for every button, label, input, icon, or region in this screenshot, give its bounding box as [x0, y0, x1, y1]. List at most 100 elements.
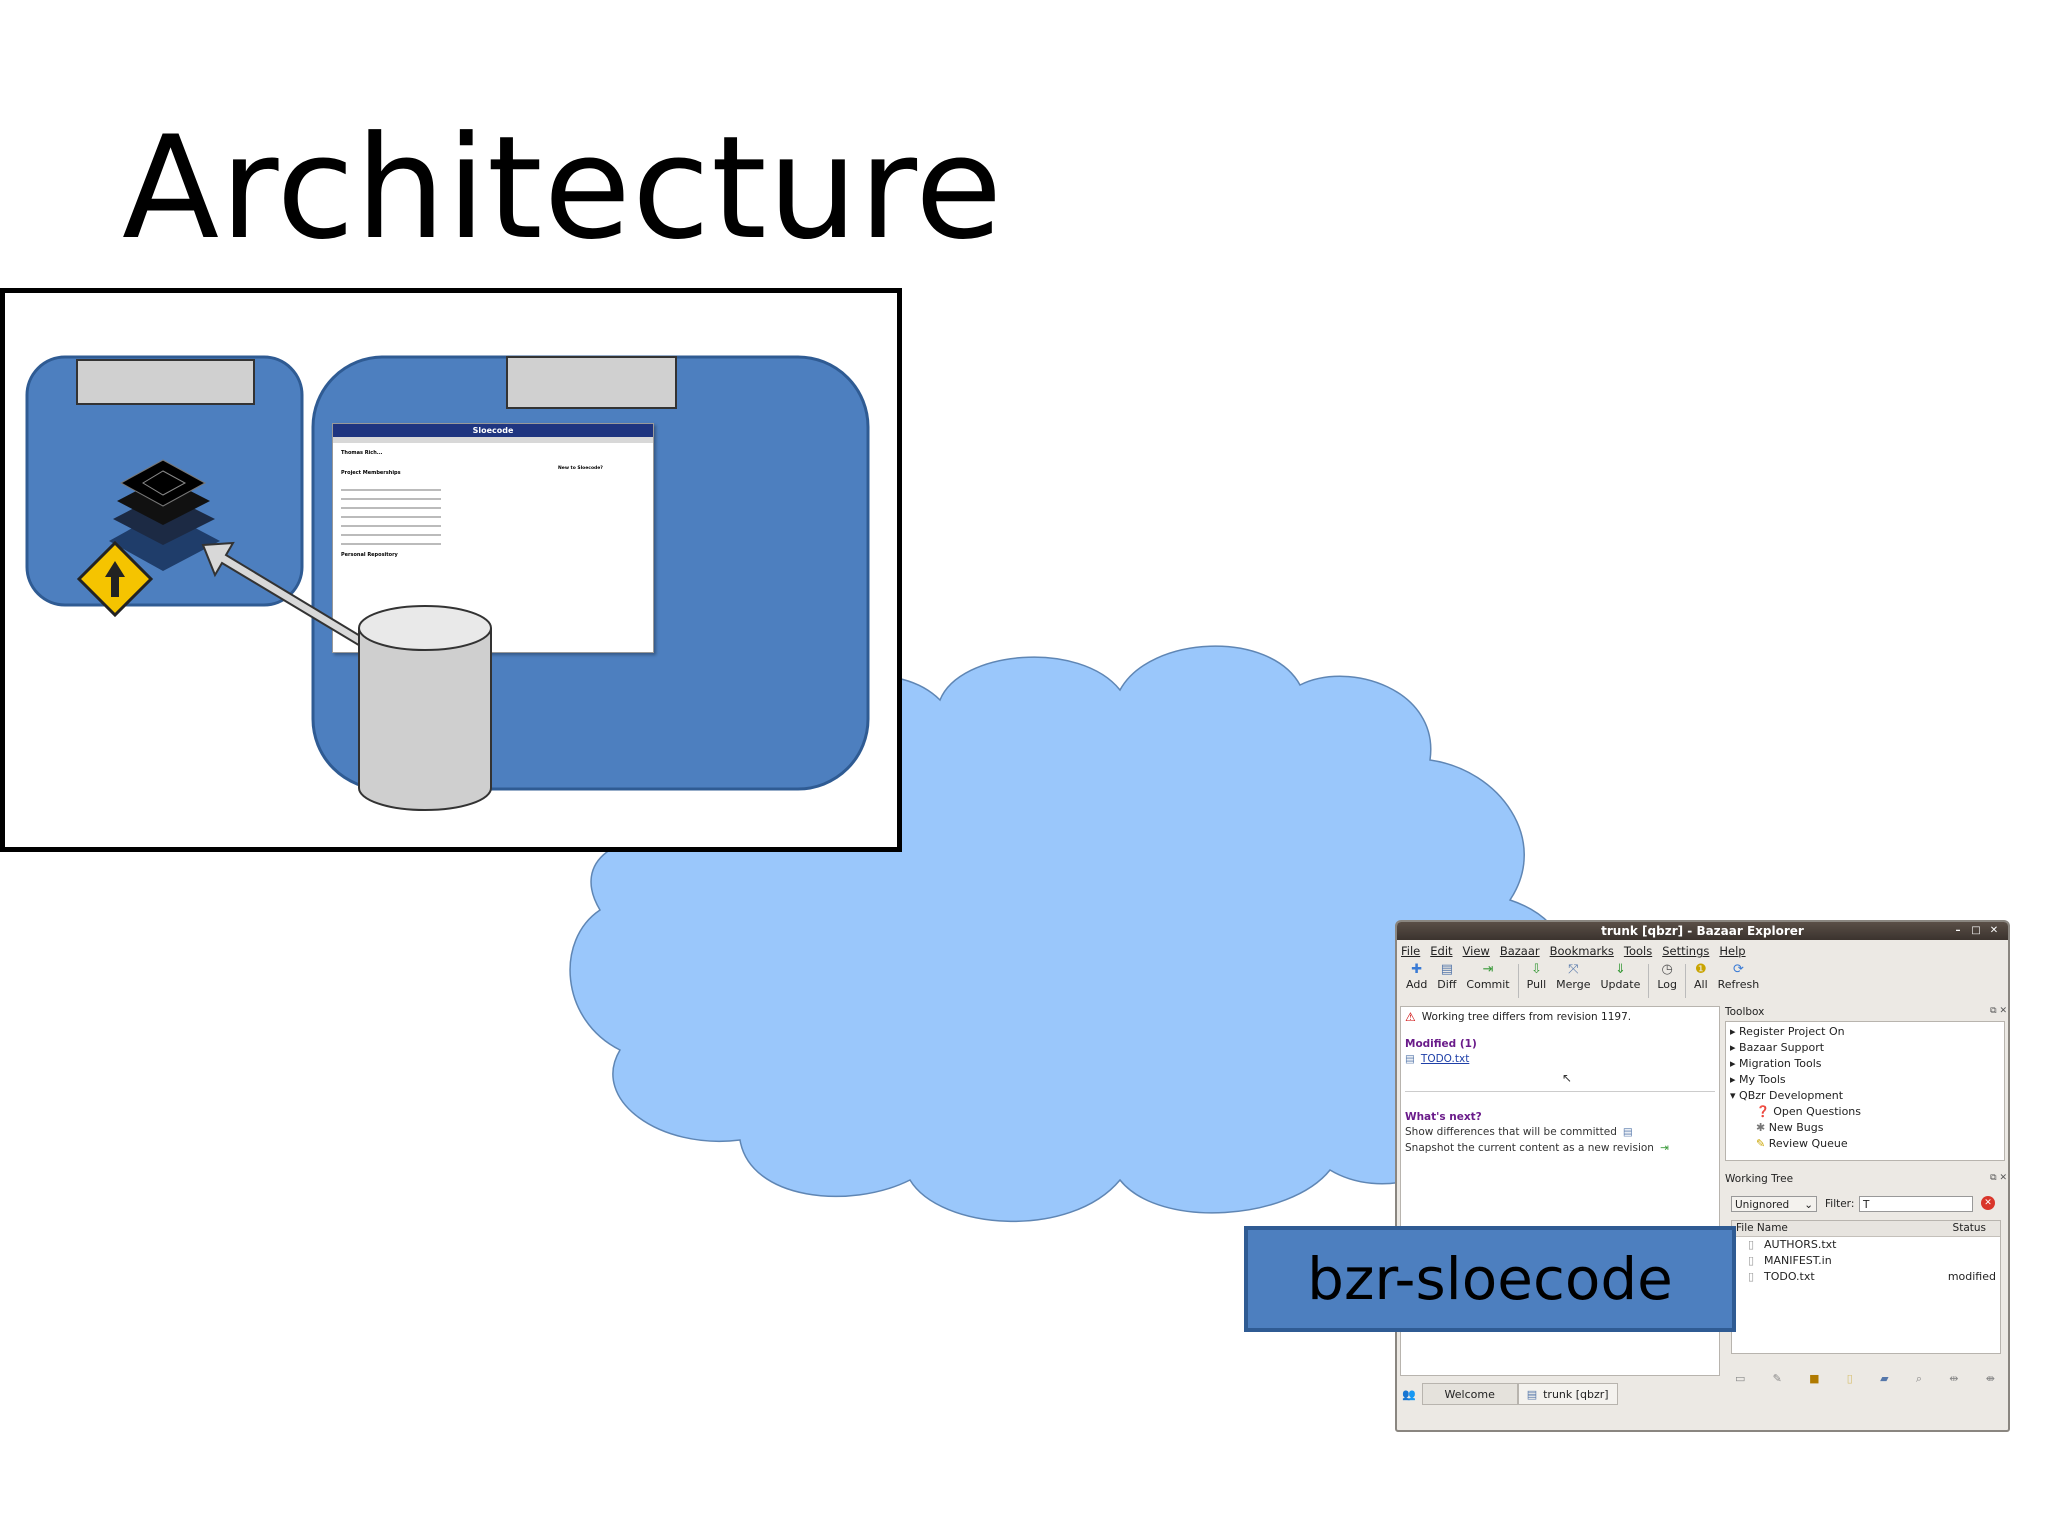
expand-icon[interactable]: ⇹: [1949, 1372, 1959, 1385]
find-icon[interactable]: ⌕: [1915, 1372, 1922, 1385]
web-help-heading: New to Sloecode?: [558, 466, 603, 471]
architecture-overlay: [201, 541, 492, 811]
menu-bookmarks[interactable]: Bookmarks: [1549, 944, 1614, 958]
tab-trunk-label: trunk [qbzr]: [1543, 1387, 1609, 1401]
table-row[interactable]: ▯ MANIFEST.in: [1732, 1253, 2000, 1269]
collapse-icon[interactable]: ⇼: [1985, 1372, 1995, 1385]
all-icon: ❶: [1694, 962, 1707, 977]
toolbox-item[interactable]: ▸ My Tools: [1730, 1073, 1786, 1086]
panel-close-icon[interactable]: ⧉ ✕: [1990, 1006, 2007, 1016]
modified-file-link[interactable]: TODO.txt: [1420, 1053, 1470, 1065]
new-file-icon[interactable]: ▯: [1846, 1372, 1853, 1385]
menu-bazaar[interactable]: Bazaar: [1499, 944, 1540, 958]
window-title: trunk [qbzr] - Bazaar Explorer: [1601, 924, 1804, 938]
web-memberships-heading: Project Memberships: [341, 470, 401, 476]
menu-help[interactable]: Help: [1719, 944, 1746, 958]
toolbox-item[interactable]: ▸ Register Project On: [1730, 1025, 1845, 1038]
menu-edit[interactable]: Edit: [1430, 944, 1453, 958]
warning-icon: ⚠: [1405, 1010, 1416, 1024]
add-label: Add: [1406, 978, 1428, 991]
next-commit-text: Snapshot the current content as a new re…: [1405, 1142, 1654, 1154]
web-membership-lines: [341, 482, 441, 552]
update-label: Update: [1600, 978, 1641, 991]
chevron-down-icon: ⌄: [1804, 1199, 1813, 1211]
file-name: TODO.txt: [1764, 1270, 1815, 1283]
close-icon[interactable]: ✕: [1989, 925, 1999, 936]
toolbox-item[interactable]: ▸ Bazaar Support: [1730, 1041, 1825, 1054]
menu-tools[interactable]: Tools: [1623, 944, 1653, 958]
expand-arrow-icon: ▸: [1730, 1057, 1740, 1070]
toolbox-subitem[interactable]: ✱ New Bugs: [1756, 1121, 1824, 1134]
merge-button[interactable]: ⤧Merge: [1551, 962, 1595, 1002]
expand-arrow-icon: ▸: [1730, 1073, 1740, 1086]
log-button[interactable]: ◷Log: [1652, 962, 1682, 1002]
menu-bar: File Edit View Bazaar Bookmarks Tools Se…: [1401, 942, 1746, 960]
toolbox-title: Toolbox: [1725, 1006, 1765, 1018]
slide-title: Architecture: [122, 106, 1004, 271]
toolbox-item[interactable]: ▸ Migration Tools: [1730, 1057, 1822, 1070]
tab-trunk[interactable]: ▤ trunk [qbzr]: [1517, 1383, 1618, 1405]
next-heading: What's next?: [1405, 1111, 1482, 1123]
diff-button[interactable]: ▤Diff: [1432, 962, 1461, 1002]
merge-icon: ⤧: [1568, 962, 1579, 977]
toolbox-subitem[interactable]: ❓ Open Questions: [1756, 1105, 1862, 1118]
toolbar-separator: [1517, 964, 1519, 998]
commit-button[interactable]: ⇥Commit: [1461, 962, 1514, 1002]
file-name: AUTHORS.txt: [1764, 1238, 1837, 1251]
refresh-icon: ⟳: [1732, 962, 1744, 977]
clear-filter-icon[interactable]: ✕: [1981, 1196, 1995, 1210]
tab-bar: 👥 Welcome ▤ trunk [qbzr]: [1400, 1382, 1720, 1406]
table-header: File Name Status: [1732, 1221, 2000, 1237]
server-label-box: [506, 356, 677, 409]
diff-action-icon[interactable]: ▤: [1622, 1126, 1633, 1138]
next-diff-text: Show differences that will be committed: [1405, 1126, 1617, 1138]
tab-welcome[interactable]: Welcome: [1421, 1383, 1518, 1405]
commit-icon: ⇥: [1482, 962, 1494, 977]
merge-sign-icon: [76, 540, 154, 618]
toolbar-separator: [1648, 964, 1650, 998]
maximize-icon[interactable]: □: [1971, 925, 1981, 936]
update-icon: ⇓: [1614, 962, 1626, 977]
menu-settings[interactable]: Settings: [1662, 944, 1710, 958]
review-icon: ✎: [1756, 1137, 1769, 1150]
question-icon: ❓: [1756, 1105, 1774, 1118]
table-row[interactable]: ▯ AUTHORS.txt: [1732, 1237, 2000, 1253]
expand-arrow-icon: ▸: [1730, 1025, 1740, 1038]
collapse-arrow-icon: ▾: [1730, 1089, 1740, 1102]
log-label: Log: [1657, 978, 1677, 991]
add-button[interactable]: ✚Add: [1401, 962, 1432, 1002]
refresh-label: Refresh: [1717, 978, 1760, 991]
edit-icon[interactable]: ✎: [1772, 1372, 1782, 1385]
web-repository-heading: Personal Repository: [341, 552, 398, 558]
file-icon: ▯: [1748, 1270, 1755, 1283]
panel-close-icon[interactable]: ⧉ ✕: [1990, 1173, 2007, 1183]
pull-button[interactable]: ⇩Pull: [1522, 962, 1552, 1002]
minimize-icon[interactable]: –: [1955, 925, 1961, 936]
filter-input[interactable]: T: [1859, 1196, 1973, 1212]
toolbox-item[interactable]: ▾ QBzr Development: [1730, 1089, 1844, 1102]
folder-icon[interactable]: ▰: [1880, 1372, 1889, 1385]
save-icon[interactable]: ▭: [1735, 1372, 1746, 1385]
menu-file[interactable]: File: [1401, 944, 1421, 958]
table-row[interactable]: ▯ TODO.txt modified: [1732, 1269, 2000, 1285]
refresh-button[interactable]: ⟳Refresh: [1713, 962, 1765, 1002]
file-name: MANIFEST.in: [1764, 1254, 1832, 1267]
col-file-name[interactable]: File Name: [1736, 1222, 1788, 1234]
file-table: File Name Status ▯ AUTHORS.txt ▯ MANIFES…: [1731, 1220, 2001, 1354]
file-icon: ▯: [1748, 1254, 1755, 1267]
toolbar-separator: [1685, 964, 1686, 998]
filter-select[interactable]: Unignored ⌄: [1731, 1196, 1817, 1212]
stack-icon: [109, 459, 220, 571]
merge-label: Merge: [1556, 978, 1591, 991]
file-status: modified: [1947, 1270, 1996, 1283]
working-tree-title: Working Tree: [1725, 1173, 1794, 1185]
toolbox-subitem[interactable]: ✎ Review Queue: [1756, 1137, 1848, 1150]
pull-icon: ⇩: [1530, 962, 1542, 977]
menu-view[interactable]: View: [1462, 944, 1490, 958]
commit-action-icon[interactable]: ⇥: [1659, 1142, 1669, 1154]
filter-label: Filter:: [1825, 1198, 1855, 1210]
col-status[interactable]: Status: [1952, 1222, 1986, 1234]
archive-icon[interactable]: ■: [1809, 1372, 1820, 1385]
update-button[interactable]: ⇓Update: [1596, 962, 1646, 1002]
